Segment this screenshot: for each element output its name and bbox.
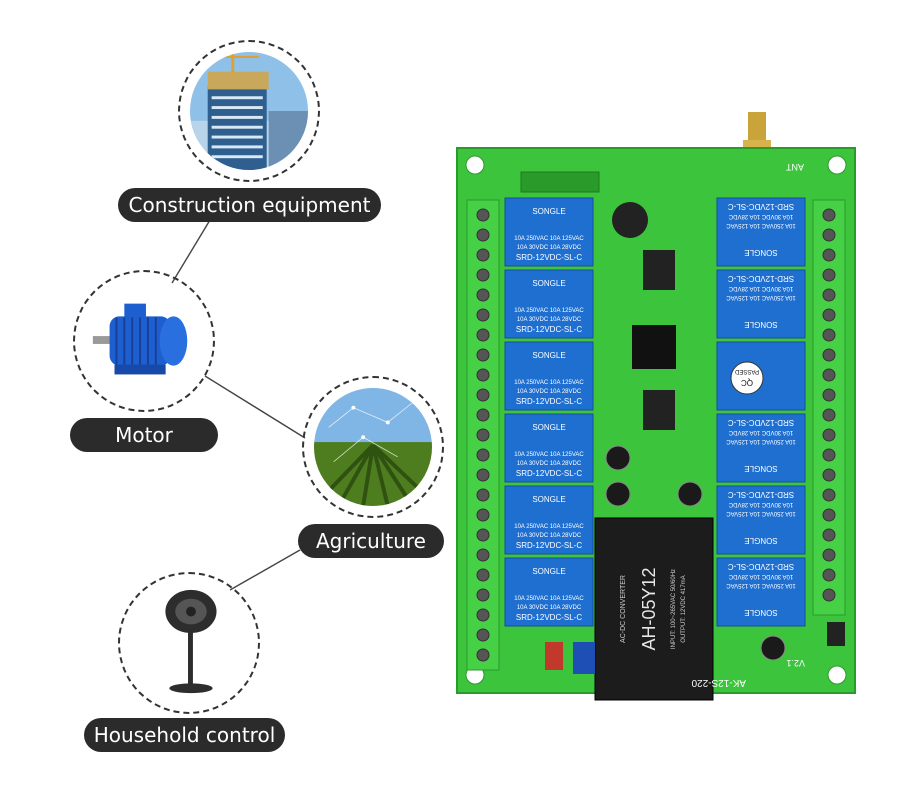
relay-brand: SONGLE	[532, 567, 565, 576]
household-label: Household control	[84, 718, 285, 752]
relay-model: SRD-12VDC-SL-C	[728, 418, 794, 427]
relay-board: SONGLE 10A 250VAC 10A 125VAC 10A 30VDC 1…	[455, 110, 865, 710]
relay-model: SRD-12VDC-SL-C	[516, 325, 582, 334]
relay-model: SRD-12VDC-SL-C	[516, 469, 582, 478]
relay-model: SRD-12VDC-SL-C	[516, 253, 582, 262]
relay-rating-1: 10A 250VAC 10A 125VAC	[514, 380, 584, 386]
converter-model: AH-05Y12	[639, 567, 659, 650]
relay-rating-1: 10A 250VAC 10A 125VAC	[726, 222, 796, 228]
relay-model: SRD-12VDC-SL-C	[728, 490, 794, 499]
model-label: AK-12S-220	[691, 677, 746, 688]
relay-rating-2: 10A 30VDC 10A 28VDC	[517, 533, 582, 539]
relay-model: SRD-12VDC-SL-C	[728, 202, 794, 211]
relay-brand: SONGLE	[744, 464, 777, 473]
household-circle	[118, 572, 260, 714]
buzzer	[612, 202, 648, 238]
capacitor-2	[605, 481, 631, 507]
relay-rating-2: 10A 30VDC 10A 28VDC	[728, 429, 793, 435]
ic-1	[643, 250, 675, 290]
relay-rating-1: 10A 250VAC 10A 125VAC	[514, 452, 584, 458]
relay-rating-2: 10A 30VDC 10A 28VDC	[728, 573, 793, 579]
building-icon	[190, 52, 308, 170]
relay-right-4: SONGLE 10A 250VAC 10A 125VAC 10A 30VDC 1…	[716, 413, 806, 483]
relay-model: SRD-12VDC-SL-C	[516, 541, 582, 550]
acdc-converter: AC-DC CONVERTER AH-05Y12 INPUT: 100~265V…	[594, 517, 714, 701]
microcontroller	[632, 325, 676, 369]
relay-brand: SONGLE	[744, 536, 777, 545]
relay-left-6: SONGLE 10A 250VAC 10A 125VAC 10A 30VDC 1…	[504, 557, 594, 627]
rf-module	[520, 171, 600, 193]
relay-rating-1: 10A 250VAC 10A 125VAC	[726, 294, 796, 300]
relay-brand: SONGLE	[532, 495, 565, 504]
relay-rating-1: 10A 250VAC 10A 125VAC	[726, 510, 796, 516]
fan-icon	[130, 584, 248, 702]
qc-sticker	[730, 361, 764, 395]
relay-right-1: SONGLE 10A 250VAC 10A 125VAC 10A 30VDC 1…	[716, 197, 806, 267]
relay-rating-1: 10A 250VAC 10A 125VAC	[514, 524, 584, 530]
relay-rating-1: 10A 250VAC 10A 125VAC	[514, 308, 584, 314]
relay-rating-2: 10A 30VDC 10A 28VDC	[517, 461, 582, 467]
power-switch	[827, 622, 845, 646]
motor-label: Motor	[70, 418, 218, 452]
relay-rating-1: 10A 250VAC 10A 125VAC	[726, 438, 796, 444]
construction-label: Construction equipment	[118, 188, 381, 222]
relay-right-5: SONGLE 10A 250VAC 10A 125VAC 10A 30VDC 1…	[716, 485, 806, 555]
qc-passed-label: PASSED	[734, 368, 759, 374]
relay-right-2: SONGLE 10A 250VAC 10A 125VAC 10A 30VDC 1…	[716, 269, 806, 339]
varistor	[573, 642, 595, 674]
relay-left-3: SONGLE 10A 250VAC 10A 125VAC 10A 30VDC 1…	[504, 341, 594, 411]
relay-rating-1: 10A 250VAC 10A 125VAC	[726, 582, 796, 588]
agriculture-label: Agriculture	[298, 524, 444, 558]
relay-rating-1: 10A 250VAC 10A 125VAC	[514, 236, 584, 242]
qc-label: QC	[741, 378, 753, 387]
relay-rating-2: 10A 30VDC 10A 28VDC	[517, 317, 582, 323]
relay-model: SRD-12VDC-SL-C	[728, 562, 794, 571]
relay-model: SRD-12VDC-SL-C	[516, 397, 582, 406]
relay-rating-2: 10A 30VDC 10A 28VDC	[728, 501, 793, 507]
relay-right-3: QC PASSED	[716, 341, 806, 411]
converter-output: OUTPUT: 12VDC 417mA	[681, 575, 687, 642]
fuse	[545, 642, 563, 670]
capacitor-1	[605, 445, 631, 471]
relay-brand: SONGLE	[532, 207, 565, 216]
version-label: V2.1	[786, 658, 805, 668]
relay-rating-2: 10A 30VDC 10A 28VDC	[517, 605, 582, 611]
ic-2	[643, 390, 675, 430]
relay-brand: SONGLE	[744, 320, 777, 329]
relay-brand: SONGLE	[532, 351, 565, 360]
relay-left-5: SONGLE 10A 250VAC 10A 125VAC 10A 30VDC 1…	[504, 485, 594, 555]
relay-model: SRD-12VDC-SL-C	[516, 613, 582, 622]
relay-left-1: SONGLE 10A 250VAC 10A 125VAC 10A 30VDC 1…	[504, 197, 594, 267]
motor-icon	[85, 282, 203, 400]
relay-rating-2: 10A 30VDC 10A 28VDC	[728, 285, 793, 291]
relay-rating-2: 10A 30VDC 10A 28VDC	[517, 389, 582, 395]
field-icon	[314, 388, 432, 506]
relay-right-6: SONGLE 10A 250VAC 10A 125VAC 10A 30VDC 1…	[716, 557, 806, 627]
relay-brand: SONGLE	[532, 279, 565, 288]
motor-circle	[73, 270, 215, 412]
agriculture-circle	[302, 376, 444, 518]
relay-rating-2: 10A 30VDC 10A 28VDC	[517, 245, 582, 251]
relay-rating-2: 10A 30VDC 10A 28VDC	[728, 213, 793, 219]
relay-left-2: SONGLE 10A 250VAC 10A 125VAC 10A 30VDC 1…	[504, 269, 594, 339]
relay-brand: SONGLE	[744, 248, 777, 257]
converter-input: INPUT: 100~265VAC 50/60Hz	[671, 569, 677, 649]
capacitor-4	[760, 635, 786, 661]
relay-brand: SONGLE	[744, 608, 777, 617]
construction-circle	[178, 40, 320, 182]
relay-brand: SONGLE	[532, 423, 565, 432]
antenna-label: ANT	[785, 162, 804, 172]
relay-rating-1: 10A 250VAC 10A 125VAC	[514, 596, 584, 602]
converter-brand: AC-DC CONVERTER	[620, 575, 627, 643]
relay-left-4: SONGLE 10A 250VAC 10A 125VAC 10A 30VDC 1…	[504, 413, 594, 483]
capacitor-3	[677, 481, 703, 507]
relay-model: SRD-12VDC-SL-C	[728, 274, 794, 283]
